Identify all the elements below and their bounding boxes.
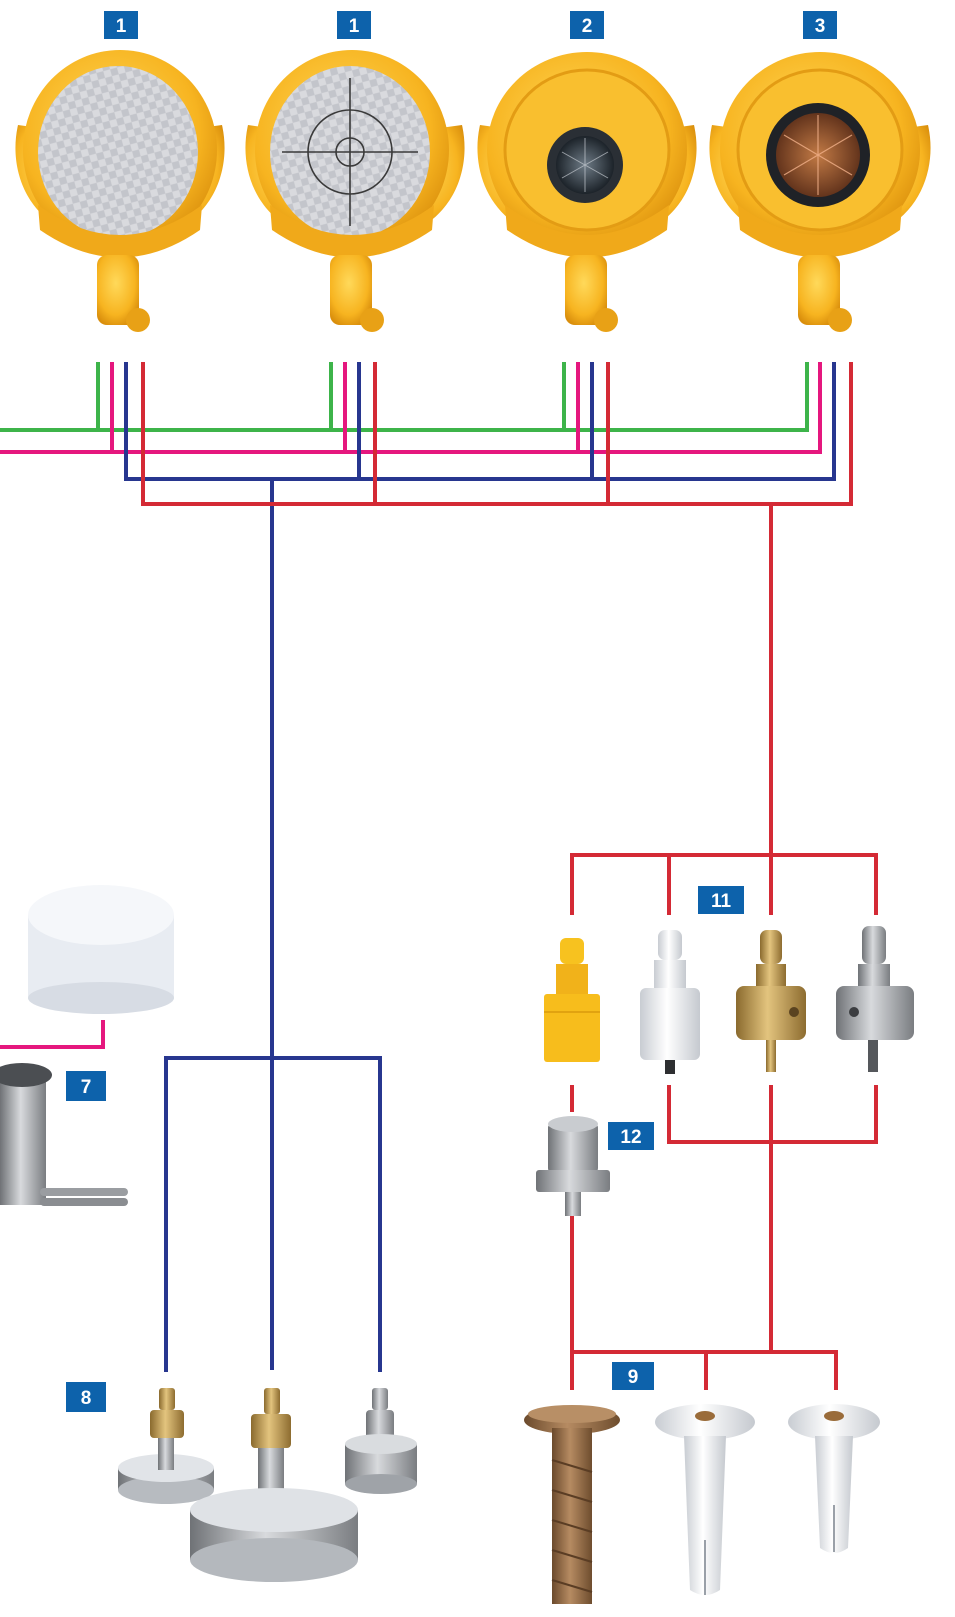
green-line (0, 362, 809, 430)
prism-reflective-foil (15, 50, 224, 332)
steel-tube (0, 1063, 128, 1206)
magnet-base-large-brass (190, 1388, 358, 1582)
badge-3: 3 (803, 11, 837, 39)
red-line (141, 362, 876, 1390)
svg-text:1: 1 (349, 16, 360, 37)
svg-text:7: 7 (81, 1077, 92, 1098)
prism-mini-large (709, 52, 930, 332)
prism-crosshair-foil (245, 50, 464, 332)
badge-11: 11 (698, 886, 744, 914)
thread-adapter-12 (536, 1116, 610, 1216)
svg-text:9: 9 (628, 1367, 639, 1388)
magnet-base-steel (345, 1388, 417, 1494)
svg-text:12: 12 (620, 1127, 641, 1148)
reflective-target-icon (38, 66, 198, 238)
badge-1-reflective: 1 (104, 11, 138, 39)
anchor-bronze (524, 1405, 620, 1604)
adapter-white (640, 930, 700, 1074)
foam-cylinder (28, 885, 174, 1014)
adapter-steel (836, 926, 914, 1072)
prism-mini-small (477, 52, 696, 332)
anchor-white-short (788, 1404, 880, 1553)
svg-text:2: 2 (582, 16, 593, 37)
connector-lines (0, 362, 876, 1390)
badge-12: 12 (608, 1122, 654, 1150)
svg-text:1: 1 (116, 16, 127, 37)
magnet-base-small-brass (118, 1388, 214, 1504)
svg-text:11: 11 (711, 891, 732, 912)
svg-text:8: 8 (81, 1388, 92, 1409)
anchor-white (655, 1404, 755, 1595)
adapter-yellow (544, 938, 600, 1062)
badge-9: 9 (612, 1362, 654, 1390)
svg-text:3: 3 (815, 16, 826, 37)
adapter-brass (736, 930, 806, 1072)
badge-2: 2 (570, 11, 604, 39)
badge-7: 7 (66, 1071, 106, 1101)
badge-8: 8 (66, 1382, 106, 1412)
badge-1-crosshair: 1 (337, 11, 371, 39)
blue-line (124, 362, 836, 1372)
